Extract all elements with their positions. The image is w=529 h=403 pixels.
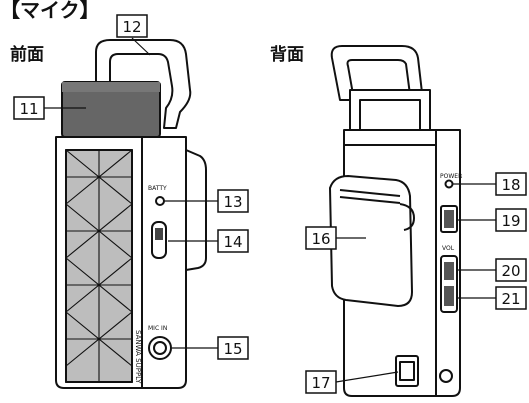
callout-21-label: 21 xyxy=(501,290,520,308)
callout-14-label: 14 xyxy=(223,233,242,251)
callout-19-label: 19 xyxy=(501,212,520,230)
callout-15: 15 xyxy=(217,336,249,360)
back-clip xyxy=(329,175,413,307)
front-batt-led xyxy=(155,196,165,206)
callout-11: 11 xyxy=(13,96,45,120)
front-device: BATTY MIC IN SANWA SUPPLY xyxy=(55,39,207,389)
leader-lines xyxy=(44,37,496,383)
front-clip-back xyxy=(185,149,207,271)
section-title: 【マイク】 xyxy=(0,0,100,22)
callout-17-label: 17 xyxy=(311,374,330,392)
back-device: POWER VOL xyxy=(329,45,462,397)
callout-18-label: 18 xyxy=(501,176,520,194)
front-pattern-lines xyxy=(65,149,133,382)
callout-20: 20 xyxy=(495,258,527,282)
callout-16-label: 16 xyxy=(311,230,330,248)
callout-20-label: 20 xyxy=(501,262,520,280)
callout-12: 12 xyxy=(116,14,148,38)
front-brand-text: SANWA SUPPLY xyxy=(134,330,142,384)
callout-19: 19 xyxy=(495,208,527,232)
back-view-title: 背面 xyxy=(270,45,304,65)
back-hole xyxy=(439,369,453,383)
callout-18: 18 xyxy=(495,172,527,196)
callout-15-label: 15 xyxy=(223,340,242,358)
callout-14: 14 xyxy=(217,229,249,253)
front-view-title: 前面 xyxy=(10,45,44,65)
back-power-text: POWER xyxy=(440,173,462,180)
callout-16: 16 xyxy=(305,226,337,250)
callout-21: 21 xyxy=(495,286,527,310)
callout-12-label: 12 xyxy=(122,18,141,36)
callout-13-label: 13 xyxy=(223,193,242,211)
callout-11-label: 11 xyxy=(19,100,38,118)
callouts: 11 12 13 14 15 16 xyxy=(13,14,527,394)
back-vol-text: VOL xyxy=(442,245,455,252)
front-batt-text: BATTY xyxy=(148,185,167,192)
callout-13: 13 xyxy=(217,189,249,213)
callout-17: 17 xyxy=(305,370,337,394)
front-micin-text: MIC IN xyxy=(148,325,167,332)
back-power-led xyxy=(444,179,454,189)
